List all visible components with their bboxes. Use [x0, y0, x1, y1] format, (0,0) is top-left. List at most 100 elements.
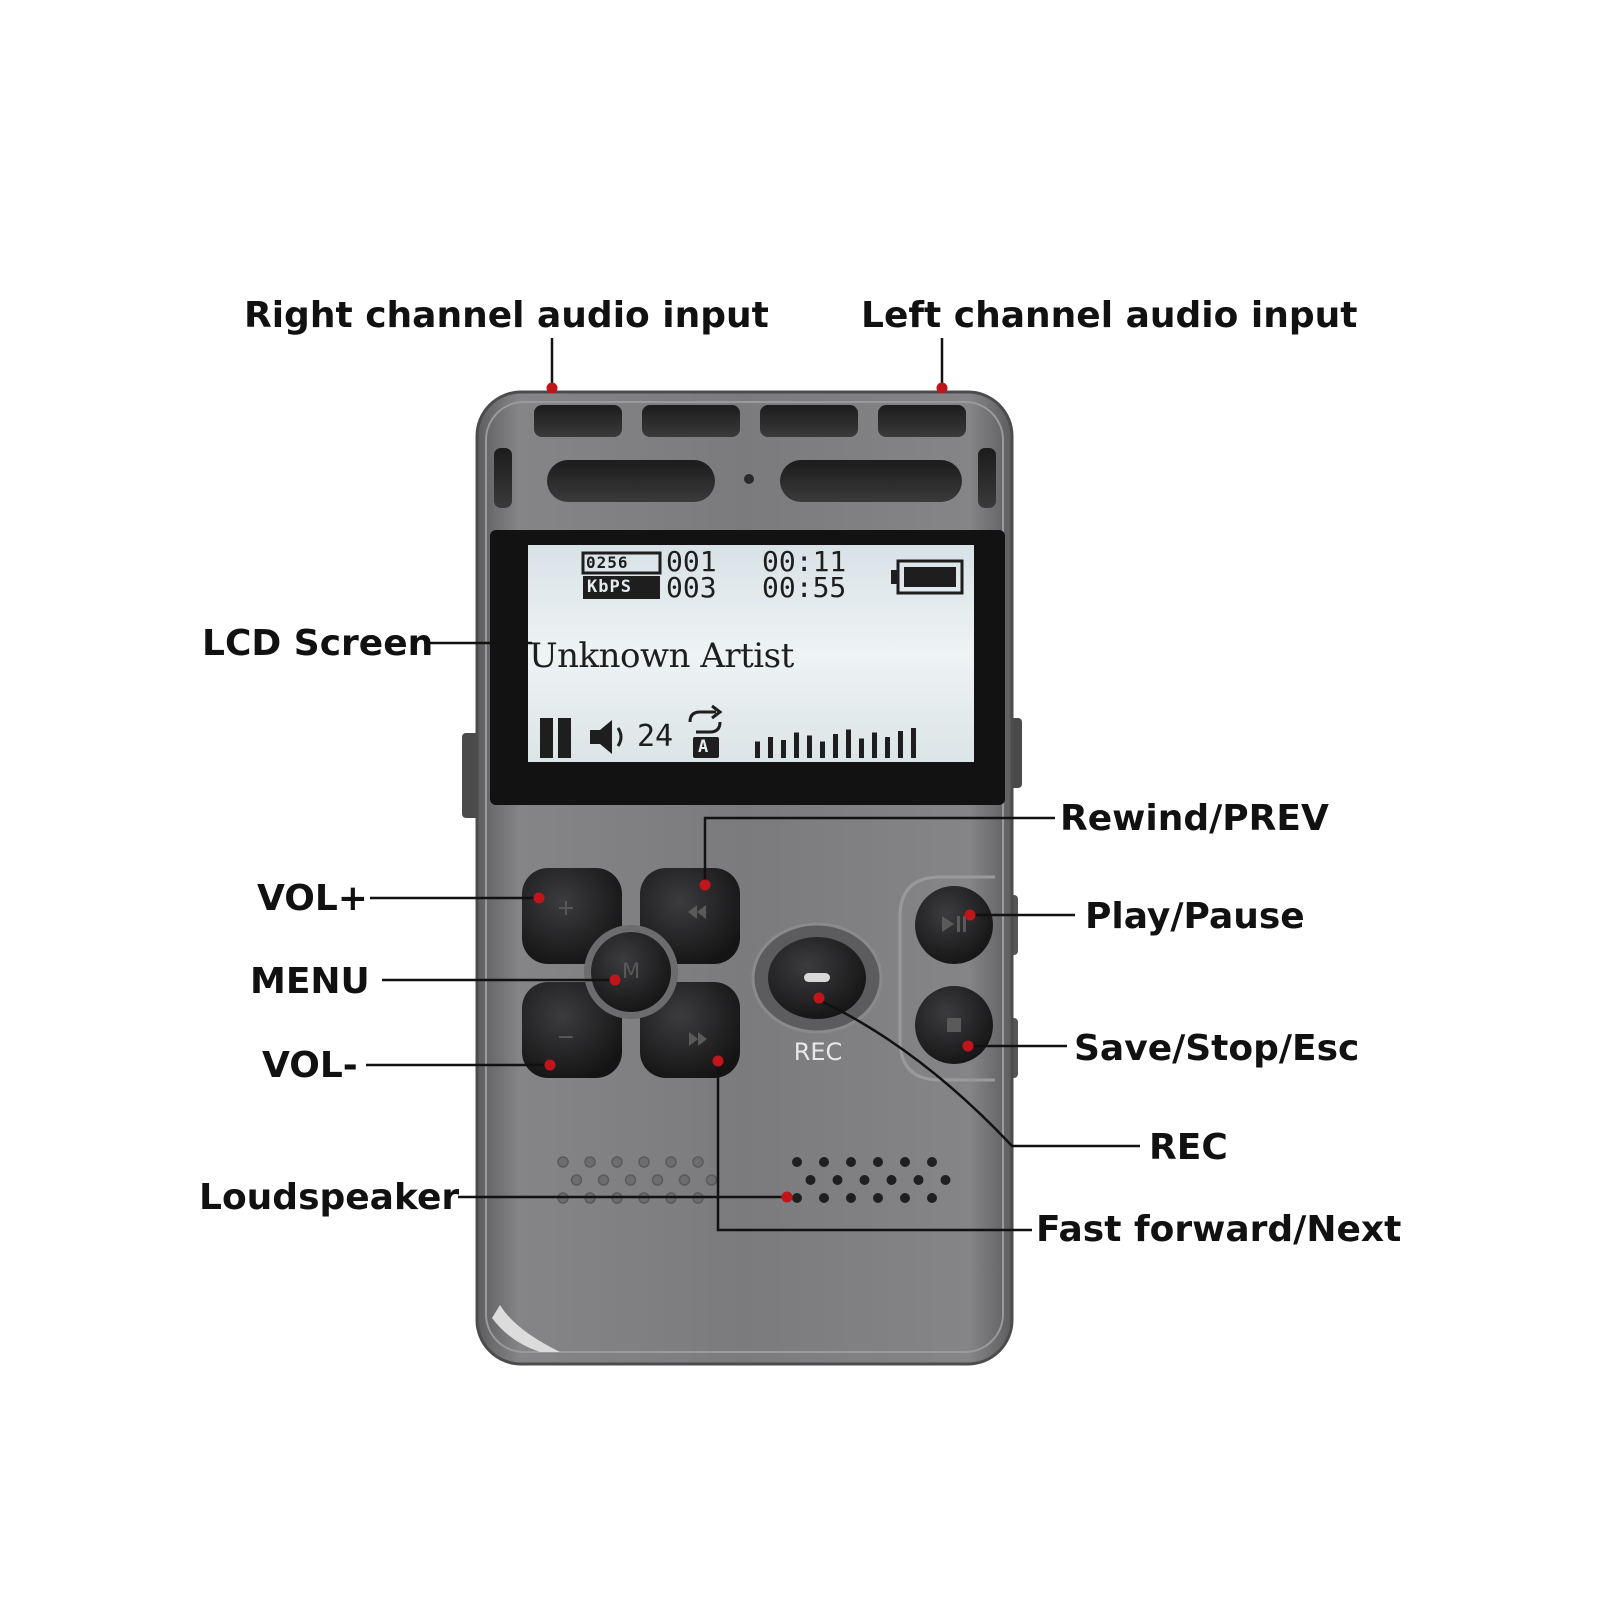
bitrate-unit: KbPS	[587, 577, 632, 597]
speaker-hole	[940, 1175, 951, 1185]
label-loudspeaker: Loudspeaker	[199, 1177, 460, 1218]
rec-button-assembly	[751, 922, 883, 1034]
label-rewind: Rewind/PREV	[1060, 798, 1329, 839]
marker-play-pause	[964, 909, 976, 921]
speaker-hole	[638, 1156, 650, 1168]
record-icon	[804, 973, 830, 982]
label-right-channel: Right channel audio input	[244, 295, 769, 336]
repeat-icon	[688, 704, 723, 758]
repeat-mode: A	[698, 737, 709, 757]
speaker-hole	[819, 1193, 829, 1203]
vol-plus-glyph: +	[556, 896, 576, 921]
dpad-cluster	[522, 868, 740, 1078]
microphone-grille	[494, 405, 996, 508]
bitrate-unit-box	[583, 576, 660, 599]
pause-icon	[540, 718, 571, 758]
label-menu: MENU	[250, 961, 370, 1002]
stop-icon	[947, 1018, 961, 1032]
mic-pinhole	[744, 474, 754, 484]
speaker-hole	[805, 1175, 816, 1185]
speaker-hole	[832, 1175, 843, 1185]
speaker-hole	[678, 1174, 691, 1186]
marker-save-stop	[962, 1040, 974, 1052]
bitrate-value: 0256	[586, 553, 629, 572]
speaker-hole	[873, 1193, 883, 1203]
time-elapsed: 00:11	[762, 545, 847, 578]
equalizer-bar	[885, 737, 890, 758]
bitrate-box	[581, 551, 662, 575]
equalizer-bar	[898, 731, 903, 758]
marker-menu	[609, 974, 621, 986]
fast-forward-icon	[689, 1032, 707, 1046]
equalizer-bar	[859, 738, 864, 758]
label-left-channel: Left channel audio input	[861, 295, 1358, 336]
marker-vol-plus	[533, 892, 545, 904]
equalizer-bar	[794, 732, 799, 758]
label-rec: REC	[1149, 1127, 1228, 1168]
equalizer-bar	[807, 735, 812, 758]
track-total: 003	[666, 571, 717, 604]
marker-loudspeaker	[781, 1191, 793, 1203]
speaker-hole	[886, 1175, 897, 1185]
speaker-hole	[651, 1174, 664, 1186]
marker-left-channel	[936, 382, 948, 394]
device-bevel	[485, 401, 1004, 1353]
speaker-hole	[792, 1157, 802, 1167]
loudspeaker-grille-left	[557, 1156, 718, 1204]
equalizer-bar	[781, 740, 786, 758]
equalizer-bar	[820, 741, 825, 758]
play-pause-button[interactable]	[915, 886, 993, 964]
speaker-hole	[557, 1156, 569, 1168]
equalizer-bar	[833, 734, 838, 758]
speaker-hole	[873, 1157, 883, 1167]
equalizer-bar	[768, 737, 773, 758]
track-current: 001	[666, 545, 717, 578]
left-channel-mic	[780, 460, 962, 502]
marker-vol-minus	[544, 1059, 556, 1071]
corner-highlight	[492, 1305, 560, 1352]
speaker-hole	[705, 1174, 718, 1186]
speaker-hole	[692, 1156, 704, 1168]
marker-fast-forward	[712, 1055, 724, 1067]
leader-lines	[366, 338, 1140, 1232]
volume-level: 24	[637, 719, 674, 754]
marker-rewind	[699, 879, 711, 891]
speaker-hole	[900, 1193, 910, 1203]
time-total: 00:55	[762, 571, 847, 604]
battery-icon	[891, 559, 964, 595]
speaker-hole	[927, 1193, 937, 1203]
speaker-hole	[846, 1157, 856, 1167]
loudspeaker-grille-right	[792, 1157, 951, 1203]
callout-markers	[533, 382, 976, 1203]
speaker-hole	[611, 1156, 623, 1168]
label-save-stop: Save/Stop/Esc	[1074, 1028, 1360, 1069]
label-lcd-screen: LCD Screen	[202, 623, 434, 664]
right-channel-mic	[547, 460, 715, 502]
speaker-hole	[927, 1157, 937, 1167]
speaker-hole	[859, 1175, 870, 1185]
speaker-icon	[590, 720, 623, 754]
speaker-hole	[913, 1175, 924, 1185]
speaker-hole	[792, 1193, 802, 1203]
speaker-hole	[846, 1193, 856, 1203]
right-panel-outline	[898, 875, 995, 1082]
speaker-hole	[584, 1156, 596, 1168]
vol-minus-glyph: −	[556, 1025, 576, 1050]
speaker-hole	[597, 1174, 610, 1186]
fast-forward-button[interactable]	[640, 982, 740, 1078]
speaker-hole	[570, 1174, 583, 1186]
leader-rewind	[703, 816, 1055, 883]
speaker-hole	[819, 1157, 829, 1167]
label-fast-forward: Fast forward/Next	[1036, 1209, 1402, 1250]
label-vol-plus: VOL+	[257, 878, 368, 919]
equalizer-bar	[846, 729, 851, 758]
play-pause-icon	[942, 916, 966, 932]
vol-minus-button[interactable]	[522, 982, 622, 1078]
equalizer-bar	[755, 741, 760, 758]
label-vol-minus: VOL-	[262, 1045, 358, 1086]
menu-button[interactable]	[591, 932, 671, 1012]
speaker-hole	[624, 1174, 637, 1186]
equalizer-bar	[872, 732, 877, 758]
